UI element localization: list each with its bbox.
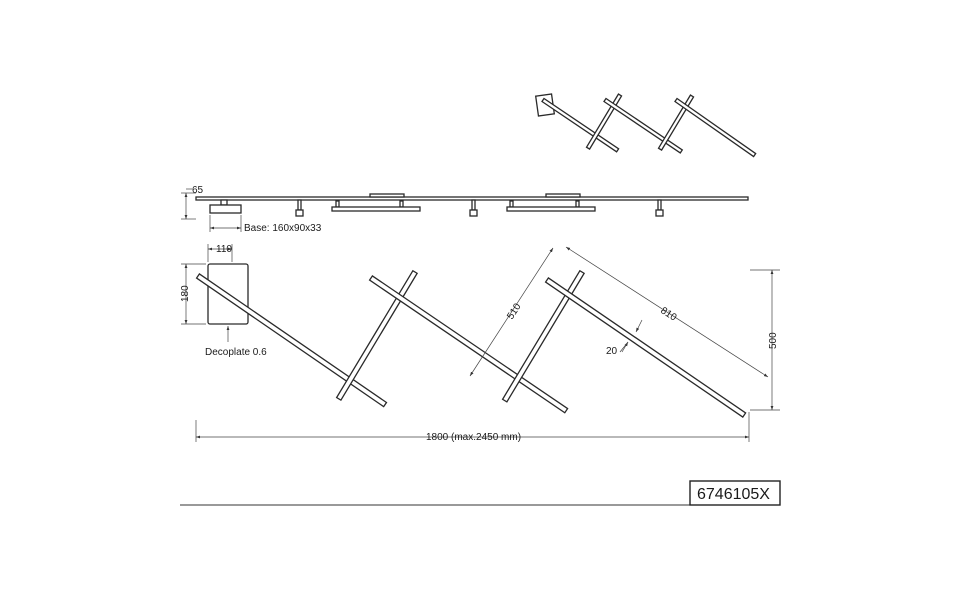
perspective-view [534,93,757,158]
dim-500-label: 500 [768,332,779,349]
decoplate-label: Decoplate 0.6 [205,347,267,358]
top-plan-view: 110 180 Decoplate 0.6 510 810 20 500 180… [180,244,780,443]
dim-20-label: 20 [606,346,618,357]
dim-1800-label: 1800 (max.2450 mm) [426,432,521,443]
dim-180-label: 180 [180,285,191,302]
title-block: 6746105X [180,480,781,506]
base-label: Base: 160x90x33 [244,223,322,234]
dim-510-label: 510 [505,301,524,321]
dim-65-label: 65 [192,185,204,196]
dim-810-label: 810 [658,305,678,324]
side-elevation-view: 65 Base: 160x90x33 [181,185,749,234]
dim-110-label: 110 [216,244,232,255]
product-code: 6746105X [697,486,770,503]
